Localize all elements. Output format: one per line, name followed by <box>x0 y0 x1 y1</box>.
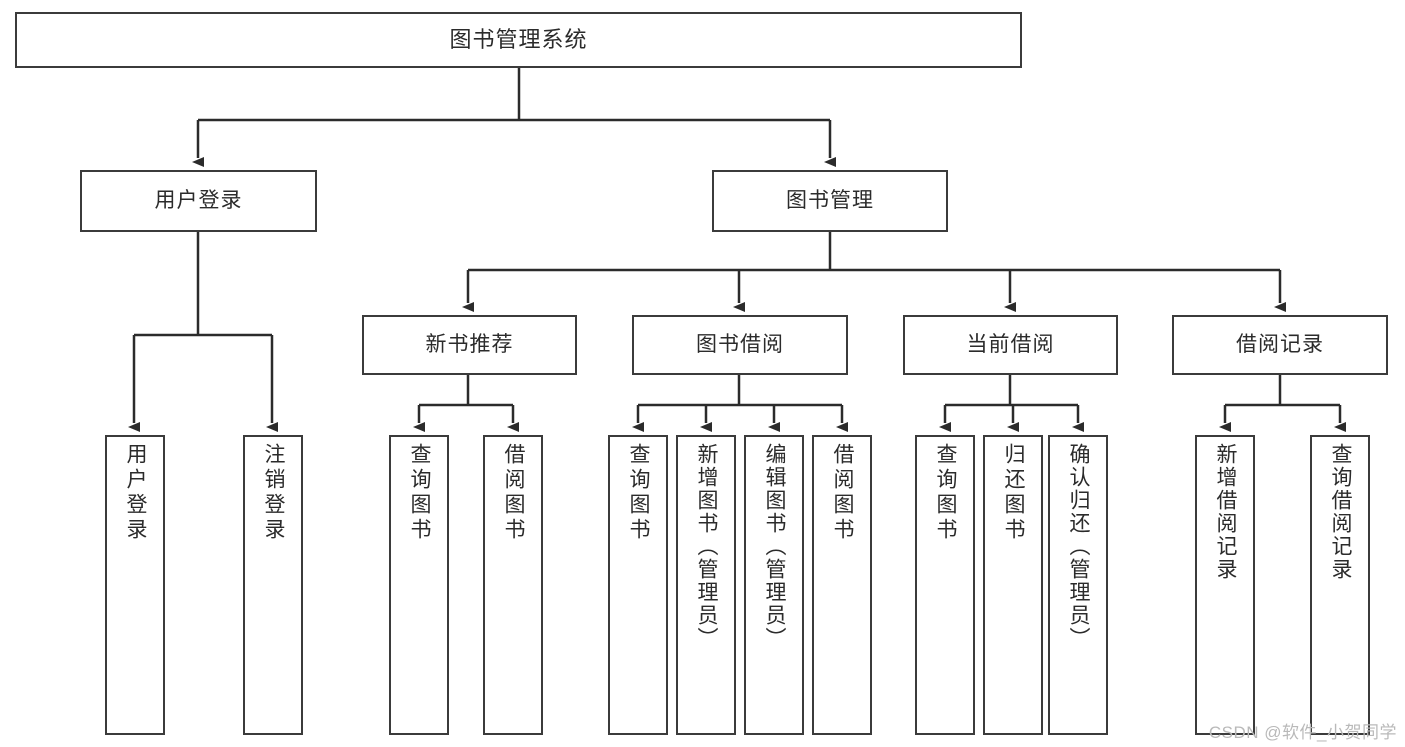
node-leaf-query-book-2-label: 查询图书 <box>627 443 651 543</box>
node-new-book-recommend-label: 新书推荐 <box>425 333 514 357</box>
node-book-manage[interactable]: 图书管理 <box>712 170 948 232</box>
node-leaf-query-record-label: 查询借阅记录 <box>1329 443 1353 581</box>
node-root-label: 图书管理系统 <box>449 26 588 52</box>
node-borrow-record[interactable]: 借阅记录 <box>1172 315 1388 375</box>
node-leaf-query-record[interactable]: 查询借阅记录 <box>1310 435 1370 735</box>
node-borrow-record-label: 借阅记录 <box>1236 333 1324 357</box>
node-leaf-add-book[interactable]: 新增图书（管理员） <box>676 435 736 735</box>
watermark: CSDN @软件_小贺同学 <box>1208 723 1397 742</box>
node-leaf-user-login-label: 用户登录 <box>124 443 148 543</box>
node-book-borrow[interactable]: 图书借阅 <box>632 315 848 375</box>
node-root[interactable]: 图书管理系统 <box>15 12 1022 68</box>
node-book-manage-label: 图书管理 <box>786 189 874 213</box>
node-leaf-edit-book[interactable]: 编辑图书（管理员） <box>744 435 804 735</box>
node-leaf-user-logout-label: 注销登录 <box>262 443 286 543</box>
node-leaf-user-login[interactable]: 用户登录 <box>105 435 165 735</box>
node-leaf-borrow-book-1-label: 借阅图书 <box>502 443 526 543</box>
node-leaf-query-book-1[interactable]: 查询图书 <box>389 435 449 735</box>
node-leaf-query-book-2[interactable]: 查询图书 <box>608 435 668 735</box>
node-leaf-borrow-book-2-label: 借阅图书 <box>831 443 855 543</box>
node-book-borrow-label: 图书借阅 <box>696 333 784 357</box>
node-leaf-confirm-return-label: 确认归还（管理员） <box>1067 443 1091 650</box>
node-leaf-add-book-label: 新增图书（管理员） <box>695 443 719 650</box>
node-leaf-query-book-3[interactable]: 查询图书 <box>915 435 975 735</box>
node-leaf-query-book-3-label: 查询图书 <box>934 443 958 543</box>
node-user-login-label: 用户登录 <box>154 189 243 213</box>
node-new-book-recommend[interactable]: 新书推荐 <box>362 315 577 375</box>
node-current-borrow-label: 当前借阅 <box>966 333 1055 357</box>
node-leaf-query-book-1-label: 查询图书 <box>408 443 432 543</box>
node-leaf-return-book-label: 归还图书 <box>1002 443 1026 543</box>
node-leaf-add-record[interactable]: 新增借阅记录 <box>1195 435 1255 735</box>
node-user-login[interactable]: 用户登录 <box>80 170 317 232</box>
node-current-borrow[interactable]: 当前借阅 <box>903 315 1118 375</box>
node-leaf-borrow-book-1[interactable]: 借阅图书 <box>483 435 543 735</box>
node-leaf-edit-book-label: 编辑图书（管理员） <box>763 443 787 650</box>
node-leaf-confirm-return[interactable]: 确认归还（管理员） <box>1048 435 1108 735</box>
node-leaf-user-logout[interactable]: 注销登录 <box>243 435 303 735</box>
node-leaf-add-record-label: 新增借阅记录 <box>1214 443 1238 581</box>
node-leaf-return-book[interactable]: 归还图书 <box>983 435 1043 735</box>
node-leaf-borrow-book-2[interactable]: 借阅图书 <box>812 435 872 735</box>
